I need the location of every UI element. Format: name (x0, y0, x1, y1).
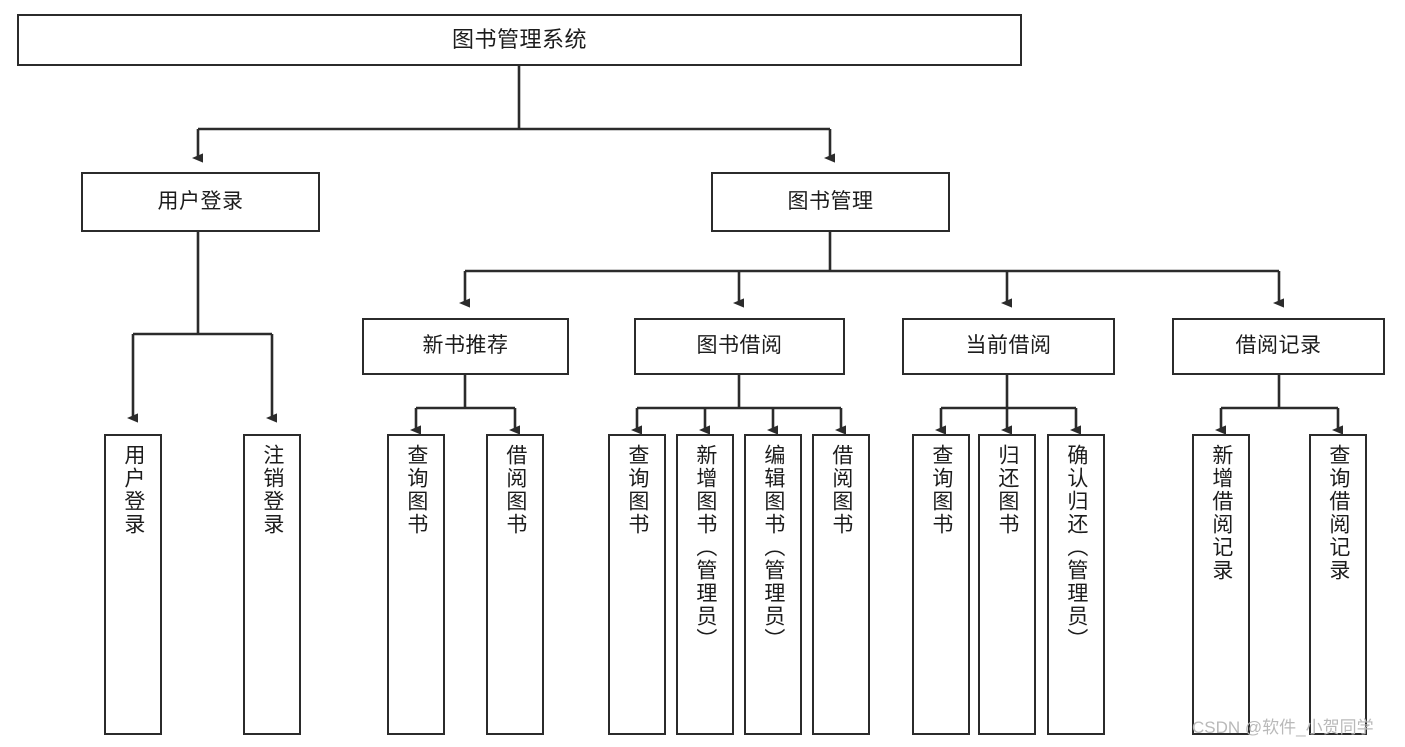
leaf-return-book-label: 归还图书 (995, 444, 1019, 536)
leaf-logout-label: 注销登录 (260, 444, 284, 536)
leaf-confirm-return-admin[interactable]: 确认归还（管理员） (1047, 434, 1105, 735)
node-new-book-recommend-label: 新书推荐 (422, 334, 509, 358)
node-user-login-label: 用户登录 (157, 189, 244, 213)
leaf-query-borrow-record-label: 查询借阅记录 (1326, 444, 1350, 582)
leaf-add-book-admin-label: 新增图书（管理员） (693, 444, 717, 651)
leaf-recommend-query-book[interactable]: 查询图书 (387, 434, 445, 735)
node-book-borrow-label: 图书借阅 (696, 334, 783, 358)
leaf-return-book[interactable]: 归还图书 (978, 434, 1036, 735)
leaf-add-borrow-record[interactable]: 新增借阅记录 (1192, 434, 1250, 735)
leaf-logout[interactable]: 注销登录 (243, 434, 301, 735)
node-current-borrow[interactable]: 当前借阅 (902, 318, 1115, 375)
leaf-recommend-query-book-label: 查询图书 (404, 444, 428, 536)
leaf-borrow-book-label: 借阅图书 (829, 444, 853, 536)
csdn-watermark: CSDN @软件_小贺同学 (1192, 718, 1374, 737)
leaf-borrow-query-book-label: 查询图书 (625, 444, 649, 536)
node-new-book-recommend[interactable]: 新书推荐 (362, 318, 569, 375)
leaf-recommend-borrow-book-label: 借阅图书 (503, 444, 527, 536)
node-user-login[interactable]: 用户登录 (81, 172, 320, 232)
leaf-current-query-book-label: 查询图书 (929, 444, 953, 536)
leaf-confirm-return-admin-label: 确认归还（管理员） (1064, 444, 1088, 651)
node-root-label: 图书管理系统 (451, 27, 587, 53)
node-borrow-record-label: 借阅记录 (1235, 334, 1322, 358)
leaf-borrow-query-book[interactable]: 查询图书 (608, 434, 666, 735)
leaf-borrow-book[interactable]: 借阅图书 (812, 434, 870, 735)
node-current-borrow-label: 当前借阅 (965, 334, 1052, 358)
leaf-query-borrow-record[interactable]: 查询借阅记录 (1309, 434, 1367, 735)
node-book-management-label: 图书管理 (787, 189, 874, 213)
leaf-recommend-borrow-book[interactable]: 借阅图书 (486, 434, 544, 735)
leaf-user-login[interactable]: 用户登录 (104, 434, 162, 735)
leaf-current-query-book[interactable]: 查询图书 (912, 434, 970, 735)
leaf-edit-book-admin-label: 编辑图书（管理员） (761, 444, 785, 651)
node-book-management[interactable]: 图书管理 (711, 172, 950, 232)
node-book-borrow[interactable]: 图书借阅 (634, 318, 845, 375)
leaf-edit-book-admin[interactable]: 编辑图书（管理员） (744, 434, 802, 735)
node-borrow-record[interactable]: 借阅记录 (1172, 318, 1385, 375)
leaf-add-book-admin[interactable]: 新增图书（管理员） (676, 434, 734, 735)
leaf-add-borrow-record-label: 新增借阅记录 (1209, 444, 1233, 582)
node-root[interactable]: 图书管理系统 (17, 14, 1022, 66)
leaf-user-login-label: 用户登录 (121, 444, 145, 536)
